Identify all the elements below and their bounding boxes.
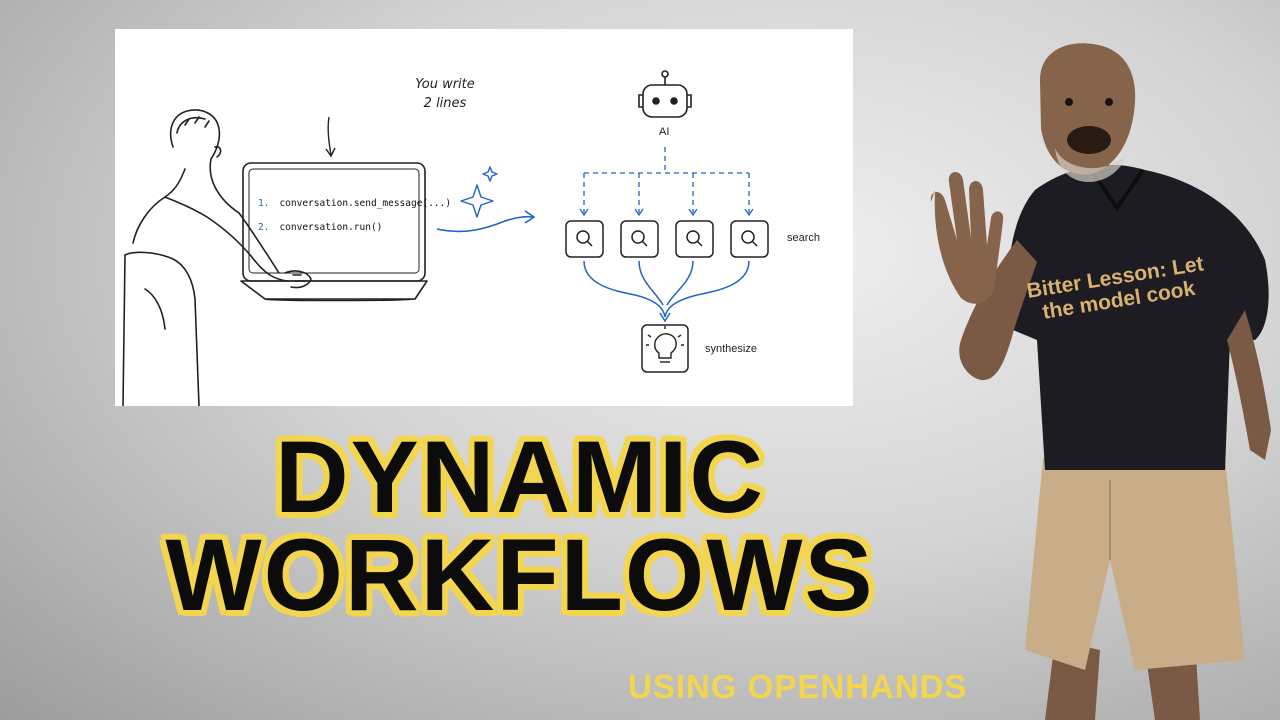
code-line-2: 2. conversation.run() [258,222,382,233]
note-arrow [327,116,332,156]
synthesize-box [641,324,689,373]
subtitle: USING OPENHANDS [628,668,968,705]
ai-label: AI [659,126,670,138]
illustration-panel: You write 2 lines 1. conversation.send_me… [115,29,853,406]
title-line-1: DYNAMIC [275,420,765,534]
diagram-drawing [122,70,769,406]
search-box-3 [675,220,714,258]
note-line-1: You write [415,77,475,92]
laptop-illustration [240,162,428,302]
note-line-2: 2 lines [423,96,467,111]
converging-lines [583,260,750,318]
code-line-1: 1. conversation.send_message(...) [258,198,451,209]
search-icon [576,230,758,247]
synthesize-label: synthesize [705,343,757,355]
title-line-2: WORKFLOWS [165,518,875,632]
code-line-text: conversation.run() [279,222,383,233]
code-line-number: 2. [258,222,270,233]
presenter-figure [930,43,1271,720]
robot-icon [638,70,692,118]
search-box-4 [730,220,769,258]
code-line-text: conversation.send_message(...) [279,198,452,209]
person-at-laptop-illustration [122,109,312,406]
search-box-2 [620,220,659,258]
flow-arrow [436,215,534,233]
sparkle-icon [460,166,498,218]
dashed-branches [583,147,750,213]
lightbulb-icon [646,326,684,363]
note-text: You write 2 lines [365,75,525,113]
search-box-1 [565,220,604,258]
search-label: search [787,232,821,244]
code-line-number: 1. [258,198,270,209]
